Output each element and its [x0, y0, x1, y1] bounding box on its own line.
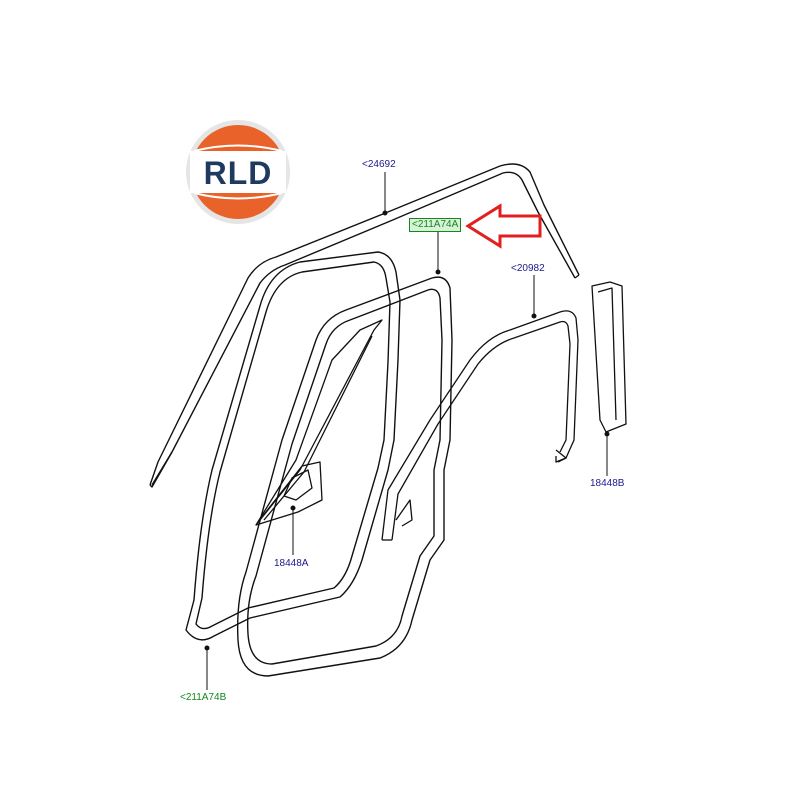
leader-lines [204, 172, 610, 690]
glass-run-seal-20982 [381, 310, 579, 541]
logo-band [190, 151, 286, 193]
callout-24692: <24692 [362, 159, 396, 170]
callout-18448B: 18448B [590, 478, 625, 489]
rld-logo: RLD [186, 120, 290, 224]
body-opening-seal-211A74B [185, 251, 401, 641]
callout-211A74A: <211A74A [409, 218, 462, 232]
red-arrow-icon [465, 203, 542, 249]
logo-text: RLD [204, 155, 273, 191]
callout-18448A: 18448A [274, 558, 309, 569]
callout-211A74B: <211A74B [180, 692, 227, 703]
window-seal-18448A [255, 319, 383, 526]
callout-20982: <20982 [511, 263, 545, 274]
pillar-trim-18448B [591, 281, 627, 433]
door-seal-211A74A [237, 276, 453, 677]
